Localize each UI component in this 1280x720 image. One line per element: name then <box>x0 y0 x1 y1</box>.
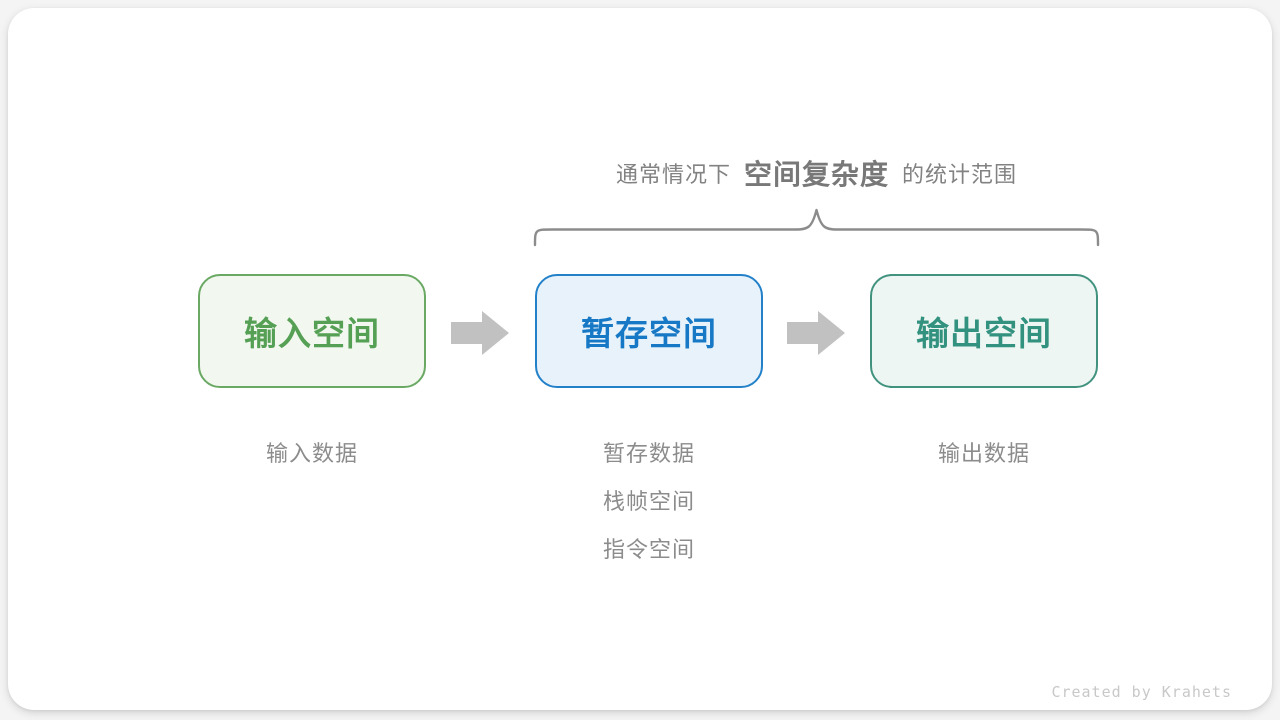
box-temp-space: 暂存空间 <box>535 274 763 388</box>
caption-output-data: 输出数据 <box>870 430 1098 478</box>
arrow-right-icon <box>451 311 509 355</box>
scope-title: 通常情况下 空间复杂度 的统计范围 <box>533 151 1100 195</box>
box-output-space-label: 输出空间 <box>916 315 1052 352</box>
scope-brace-icon <box>533 208 1100 247</box>
caption-line: 输入数据 <box>265 441 358 466</box>
scope-title-suffix: 的统计范围 <box>902 162 1018 187</box>
caption-temp-data: 暂存数据 栈帧空间 指令空间 <box>535 430 763 574</box>
box-input-space-label: 输入空间 <box>244 315 380 352</box>
caption-line: 暂存数据 <box>602 441 695 466</box>
scope-title-prefix: 通常情况下 <box>615 162 731 187</box>
caption-line: 栈帧空间 <box>602 489 695 514</box>
caption-line: 输出数据 <box>937 441 1030 466</box>
arrow-right-icon <box>787 311 845 355</box>
diagram-card: 通常情况下 空间复杂度 的统计范围 输入空间 暂存空间 输出空间 <box>8 8 1272 710</box>
box-temp-space-label: 暂存空间 <box>581 315 717 352</box>
caption-line: 指令空间 <box>602 537 695 562</box>
credit-text: Created by Krahets <box>1051 683 1232 701</box>
box-output-space: 输出空间 <box>870 274 1098 388</box>
caption-input-data: 输入数据 <box>198 430 426 478</box>
box-input-space: 输入空间 <box>198 274 426 388</box>
scope-title-highlight: 空间复杂度 <box>743 159 889 190</box>
